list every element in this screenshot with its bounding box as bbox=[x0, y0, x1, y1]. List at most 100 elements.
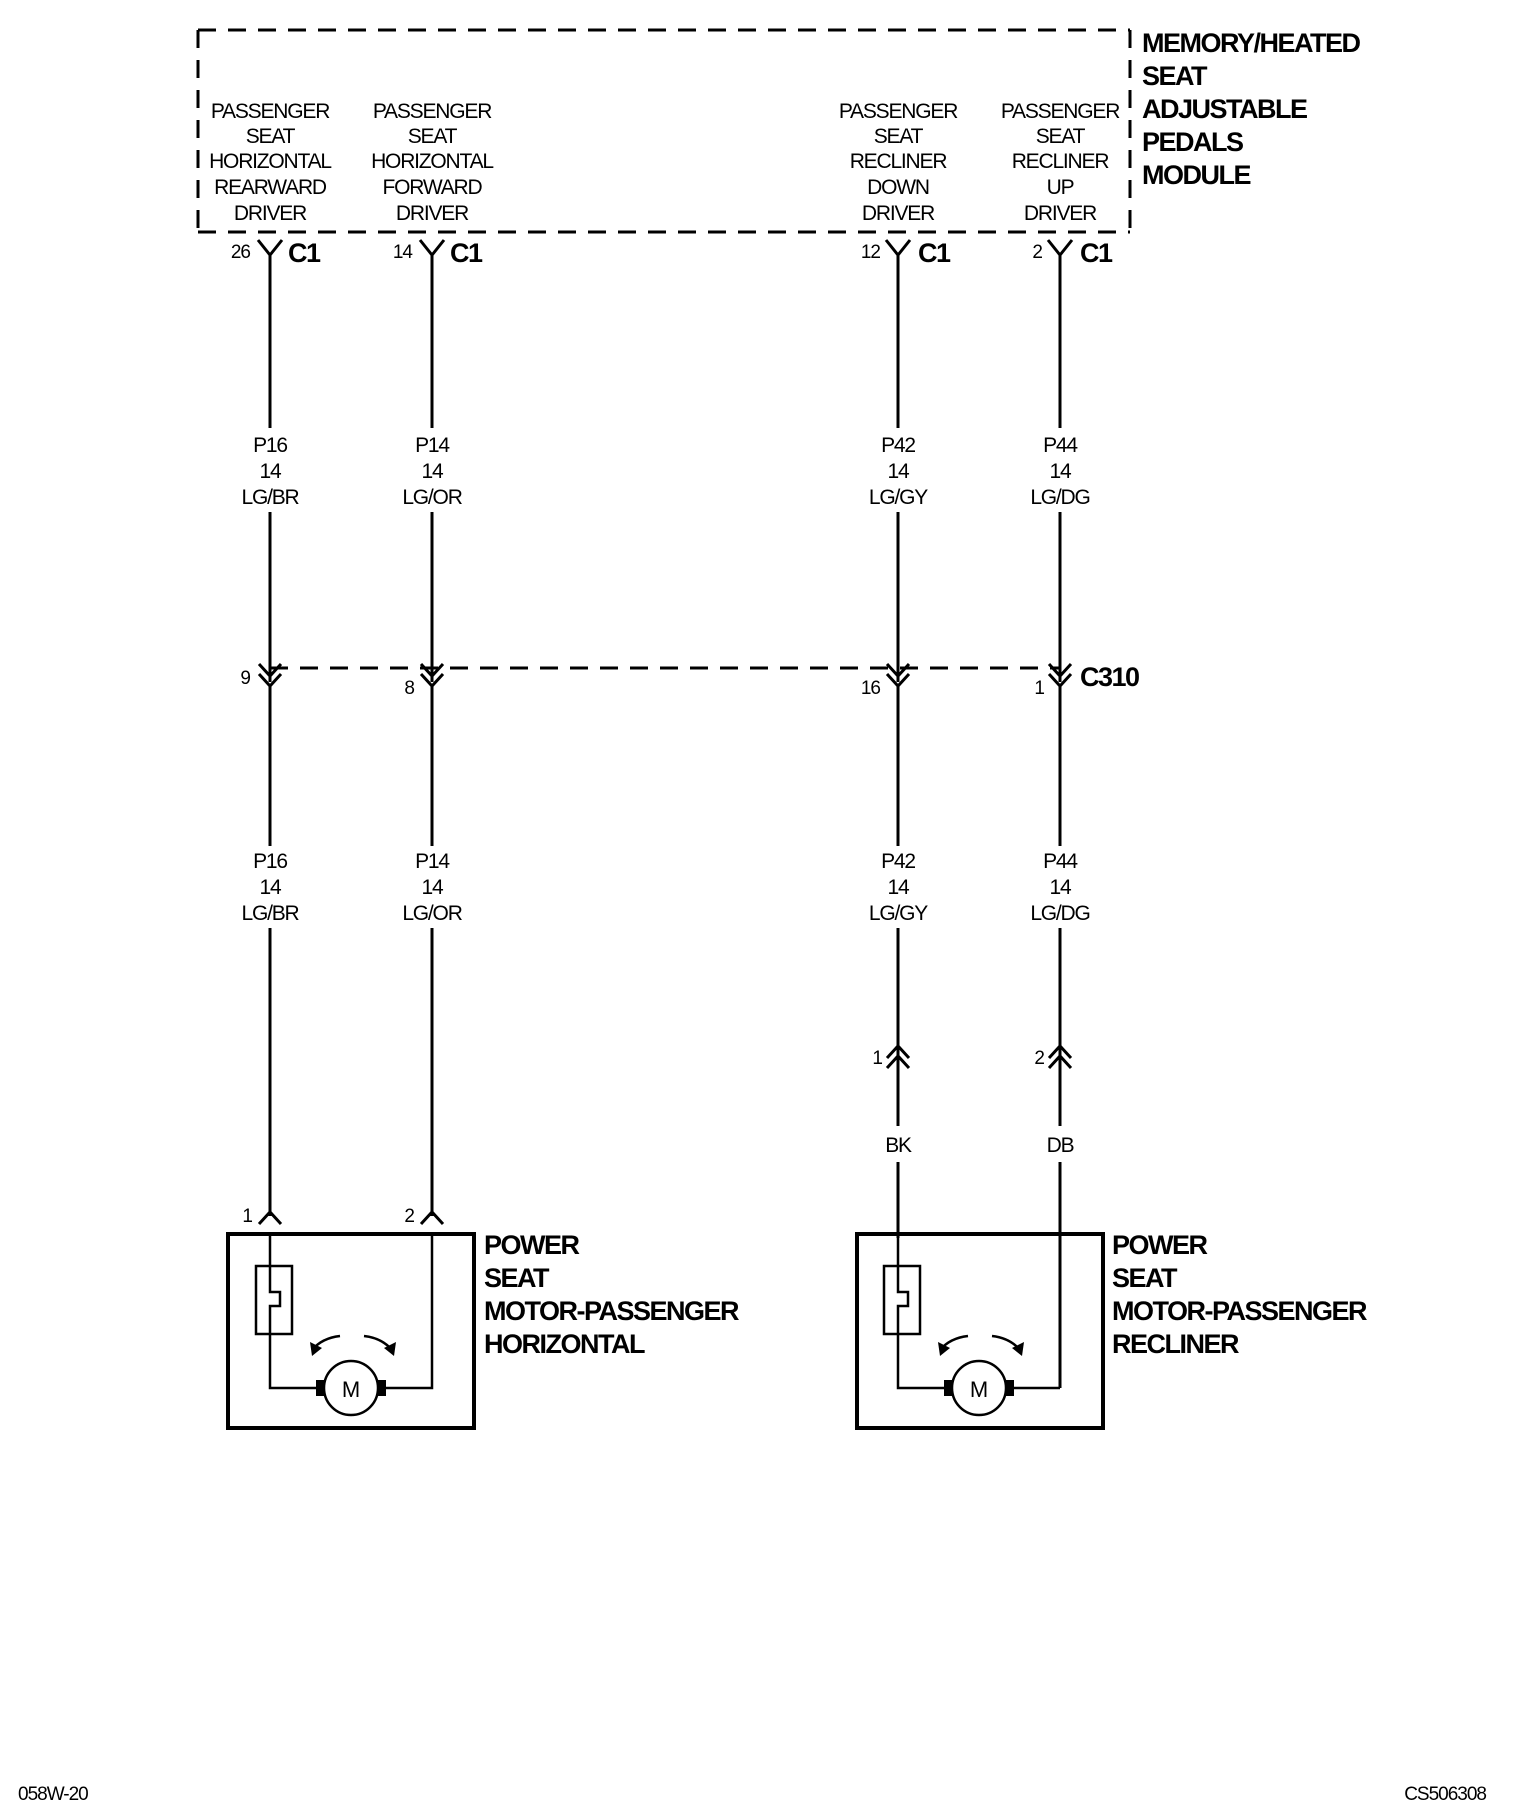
wire-ch2-lower-circuit: P14 bbox=[415, 850, 450, 873]
motor-horizontal-circuit-breaker bbox=[254, 1264, 294, 1336]
motor-recliner-title-4: RECLINER bbox=[1112, 1329, 1239, 1359]
module-pin-ch2: 14 bbox=[393, 242, 414, 263]
driver-label-ch3: PASSENGER SEAT RECLINER DOWN DRIVER bbox=[839, 100, 960, 225]
inline-pin-ch4-symbol bbox=[1047, 1043, 1073, 1070]
motor-horizontal: M POWER SEAT MOTOR-PASSENGER HORIZONTAL bbox=[226, 1230, 741, 1430]
module-pin-ch1-connector bbox=[256, 239, 284, 258]
motor-recliner-symbol: M bbox=[970, 1377, 988, 1402]
module-title: MEMORY/HEATED SEAT ADJUSTABLE PEDALS MOD… bbox=[1142, 28, 1362, 190]
wire-ch1-upper-circuit: P16 bbox=[253, 434, 287, 457]
driver-ch2-line-2: SEAT bbox=[408, 125, 458, 148]
driver-ch1-line-5: DRIVER bbox=[234, 202, 307, 225]
motor-horizontal-arrowhead-right bbox=[384, 1342, 396, 1356]
c310-label: C310 bbox=[1080, 662, 1139, 692]
wire-ch4-lower-circuit: P44 bbox=[1043, 850, 1078, 873]
motor-recliner-arrowhead-left bbox=[938, 1342, 950, 1356]
module-pin-ch3: 12 bbox=[861, 242, 881, 263]
wire-ch2-upper-circuit: P14 bbox=[415, 434, 450, 457]
wire-ch4-upper-color: LG/DG bbox=[1030, 486, 1089, 509]
circuit-ch3: PASSENGER SEAT RECLINER DOWN DRIVER 12 C… bbox=[839, 100, 960, 1238]
driver-ch1-line-2: SEAT bbox=[246, 125, 296, 148]
c310-pin-ch2: 8 bbox=[404, 678, 414, 699]
driver-ch2-line-3: HORIZONTAL bbox=[371, 150, 493, 173]
module-outline bbox=[196, 28, 1132, 234]
driver-ch3-line-2: SEAT bbox=[874, 125, 924, 148]
motor-recliner-title-3: MOTOR-PASSENGER bbox=[1112, 1296, 1367, 1326]
module-connector-ch3: C1 bbox=[918, 238, 951, 268]
driver-ch2-line-1: PASSENGER bbox=[373, 100, 492, 123]
footer-left-code: 058W-20 bbox=[18, 1784, 88, 1805]
driver-ch4-line-1: PASSENGER bbox=[1001, 100, 1120, 123]
driver-ch3-line-4: DOWN bbox=[867, 176, 929, 199]
motor-recliner-brush-right bbox=[1006, 1380, 1014, 1396]
driver-ch4-line-3: RECLINER bbox=[1012, 150, 1110, 173]
driver-ch3-line-5: DRIVER bbox=[862, 202, 935, 225]
wire-ch3-upper-gauge: 14 bbox=[888, 460, 910, 483]
motor-horizontal-symbol: M bbox=[342, 1377, 360, 1402]
wire-ch4-lower-color: LG/DG bbox=[1030, 902, 1089, 925]
motor-recliner-title-1: POWER bbox=[1112, 1230, 1208, 1260]
wire-ch1-lower-gauge: 14 bbox=[260, 876, 282, 899]
motor-recliner-symbol-circle bbox=[950, 1359, 1008, 1417]
driver-ch1-line-1: PASSENGER bbox=[211, 100, 330, 123]
module-pin-ch2-connector bbox=[418, 239, 446, 258]
c310-pin-ch1: 9 bbox=[240, 668, 250, 689]
motor-horizontal-box bbox=[226, 1232, 476, 1430]
wire-ch4-lower-gauge: 14 bbox=[1050, 876, 1072, 899]
c310-pin-ch3: 16 bbox=[861, 678, 881, 699]
inline-pin-ch3: 1 bbox=[872, 1048, 882, 1069]
motor-recliner-internal-wire-1 bbox=[896, 1234, 946, 1390]
wire-ch1-upper-color: LG/BR bbox=[241, 486, 299, 509]
module-title-line-2: SEAT bbox=[1142, 61, 1208, 91]
wire-ch2-lower-color: LG/OR bbox=[402, 902, 462, 925]
motor-horizontal-title-2: SEAT bbox=[484, 1263, 550, 1293]
motor-pin-ch2: 2 bbox=[404, 1206, 414, 1227]
module-connector-ch2: C1 bbox=[450, 238, 483, 268]
c310-pin-ch4: 1 bbox=[1034, 678, 1044, 699]
wire-ch1-upper-gauge: 14 bbox=[260, 460, 282, 483]
module-title-line-4: PEDALS bbox=[1142, 127, 1243, 157]
wire-ch2-lower-gauge: 14 bbox=[422, 876, 444, 899]
driver-ch3-line-1: PASSENGER bbox=[839, 100, 958, 123]
module-pin-ch4-connector bbox=[1046, 239, 1074, 258]
pigtail-color-ch4: DB bbox=[1047, 1134, 1074, 1157]
driver-ch3-line-3: RECLINER bbox=[850, 150, 948, 173]
wire-ch4-upper-circuit: P44 bbox=[1043, 434, 1078, 457]
motor-pin-ch2-symbol bbox=[419, 1209, 445, 1226]
motor-recliner: M POWER SEAT MOTOR-PASSENGER RECLINER bbox=[855, 1230, 1369, 1430]
motor-horizontal-brush-right bbox=[378, 1380, 386, 1396]
driver-ch4-line-4: UP bbox=[1047, 176, 1074, 199]
motor-recliner-circuit-breaker bbox=[882, 1264, 922, 1336]
motor-horizontal-symbol-circle bbox=[322, 1359, 380, 1417]
motor-horizontal-internal-wire-2 bbox=[384, 1234, 434, 1390]
footer-right-code: CS506308 bbox=[1404, 1784, 1486, 1805]
driver-ch1-line-3: HORIZONTAL bbox=[209, 150, 331, 173]
module-connector-ch1: C1 bbox=[288, 238, 321, 268]
motor-horizontal-internal-wire-1 bbox=[268, 1234, 318, 1390]
circuit-ch1: PASSENGER SEAT HORIZONTAL REARWARD DRIVE… bbox=[209, 100, 333, 1227]
pigtail-color-ch3: BK bbox=[885, 1134, 912, 1157]
wire-ch1-lower-color: LG/BR bbox=[241, 902, 299, 925]
wire-ch1-lower-circuit: P16 bbox=[253, 850, 287, 873]
driver-ch1-line-4: REARWARD bbox=[214, 176, 327, 199]
module-pin-ch3-connector bbox=[884, 239, 912, 258]
wire-ch3-lower-gauge: 14 bbox=[888, 876, 910, 899]
driver-ch2-line-4: FORWARD bbox=[383, 176, 483, 199]
motor-pin-ch1-symbol bbox=[257, 1209, 283, 1226]
motor-horizontal-title-4: HORIZONTAL bbox=[484, 1329, 645, 1359]
motor-horizontal-title-3: MOTOR-PASSENGER bbox=[484, 1296, 739, 1326]
motor-recliner-box bbox=[855, 1232, 1105, 1430]
motor-horizontal-title-1: POWER bbox=[484, 1230, 580, 1260]
motor-pin-ch1: 1 bbox=[242, 1206, 252, 1227]
inline-pin-ch3-symbol bbox=[885, 1043, 911, 1070]
motor-horizontal-arrowhead-left bbox=[310, 1342, 322, 1356]
driver-label-ch2: PASSENGER SEAT HORIZONTAL FORWARD DRIVER bbox=[371, 100, 495, 225]
motor-horizontal-brush-left bbox=[316, 1380, 324, 1396]
driver-label-ch1: PASSENGER SEAT HORIZONTAL REARWARD DRIVE… bbox=[209, 100, 333, 225]
module-title-line-1: MEMORY/HEATED bbox=[1142, 28, 1361, 58]
module-pin-ch4: 2 bbox=[1032, 242, 1042, 263]
circuit-ch2: PASSENGER SEAT HORIZONTAL FORWARD DRIVER… bbox=[371, 100, 495, 1227]
module-title-line-3: ADJUSTABLE bbox=[1142, 94, 1307, 124]
driver-label-ch4: PASSENGER SEAT RECLINER UP DRIVER bbox=[1001, 100, 1122, 225]
